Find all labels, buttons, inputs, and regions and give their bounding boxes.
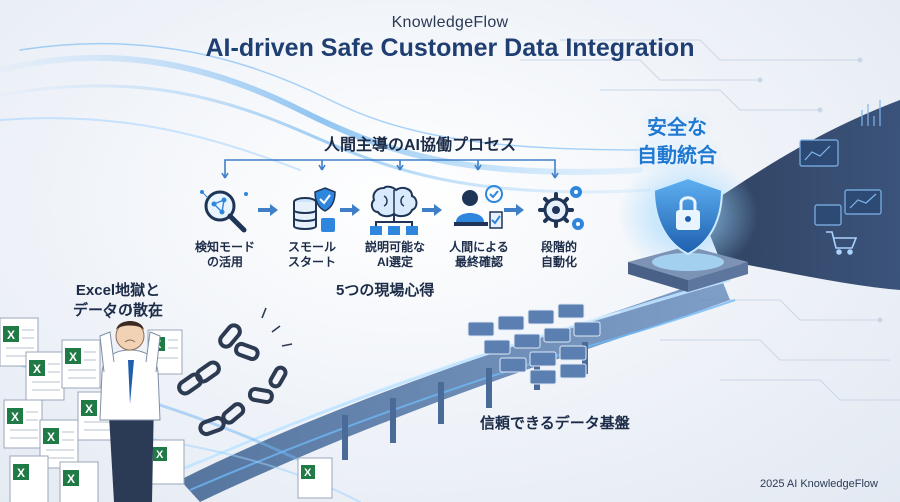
magnifier-network-icon bbox=[200, 190, 248, 233]
main-title: AI-driven Safe Customer Data Integration bbox=[205, 34, 695, 62]
gears-icon bbox=[538, 186, 584, 230]
database-shield-icon bbox=[293, 187, 336, 232]
upper-data-stream bbox=[0, 42, 652, 194]
step-5-line2: 自動化 bbox=[540, 255, 577, 269]
step-4-line2: 最終確認 bbox=[454, 255, 503, 269]
step-3-line2: AI選定 bbox=[376, 255, 413, 269]
svg-text:X: X bbox=[85, 402, 93, 416]
process-title: 人間主導のAI協働プロセス bbox=[323, 137, 516, 154]
safe-integration-line1: 安全な bbox=[647, 117, 707, 139]
svg-text:X: X bbox=[156, 449, 164, 461]
svg-text:X: X bbox=[33, 362, 41, 376]
step-3-label: 説明可能な AI選定 bbox=[350, 240, 440, 270]
step-1-line2: の活用 bbox=[206, 255, 243, 269]
svg-text:X: X bbox=[11, 410, 19, 424]
dashboard-widgets bbox=[799, 100, 882, 226]
safe-integration-line2: 自動統合 bbox=[637, 145, 717, 167]
copyright: 2025 AI KnowledgeFlow bbox=[759, 478, 878, 490]
data-foundation-label: 信頼できるデータ基盤 bbox=[480, 415, 630, 432]
step-5-line1: 段階的 bbox=[540, 240, 577, 254]
stressed-person-illustration bbox=[99, 304, 161, 502]
svg-text:X: X bbox=[47, 430, 55, 444]
person-checkmark-icon bbox=[454, 185, 503, 229]
step-arrows bbox=[258, 204, 524, 216]
step-4-line1: 人間による bbox=[449, 240, 509, 254]
cart-icon bbox=[826, 231, 858, 255]
step-3-line1: 説明可能な bbox=[364, 240, 425, 254]
process-footer: 5つの現場心得 bbox=[336, 282, 435, 299]
crack-marks bbox=[261, 307, 293, 347]
step-2-line2: スタート bbox=[287, 255, 336, 269]
excel-chaos-line2: データの散在 bbox=[72, 302, 163, 319]
step-1-line1: 検知モード bbox=[194, 240, 255, 254]
step-4-label: 人間による 最終確認 bbox=[434, 240, 524, 270]
svg-text:X: X bbox=[7, 328, 15, 342]
excel-chaos-line1: Excel地獄と bbox=[75, 282, 161, 299]
brand-name: KnowledgeFlow bbox=[391, 14, 509, 31]
safe-integration-title: 安全な 自動統合 bbox=[632, 114, 722, 170]
svg-text:X: X bbox=[67, 472, 75, 486]
circuit-lines-decor bbox=[520, 39, 900, 401]
step-5-label: 段階的 自動化 bbox=[514, 240, 604, 270]
brain-network-icon bbox=[370, 185, 418, 235]
shield-lock-icon bbox=[618, 155, 758, 292]
database-blocks bbox=[467, 303, 601, 385]
svg-text:X: X bbox=[17, 466, 25, 480]
step-1-label: 検知モード の活用 bbox=[180, 240, 270, 270]
step-2-line1: スモール bbox=[287, 240, 336, 254]
broken-chain-links bbox=[177, 323, 288, 437]
process-connectors bbox=[221, 159, 559, 179]
svg-text:X: X bbox=[304, 467, 312, 479]
excel-chaos-title: Excel地獄と データの散在 bbox=[58, 281, 178, 321]
svg-text:X: X bbox=[69, 350, 77, 364]
step-2-label: スモール スタート bbox=[267, 240, 357, 270]
